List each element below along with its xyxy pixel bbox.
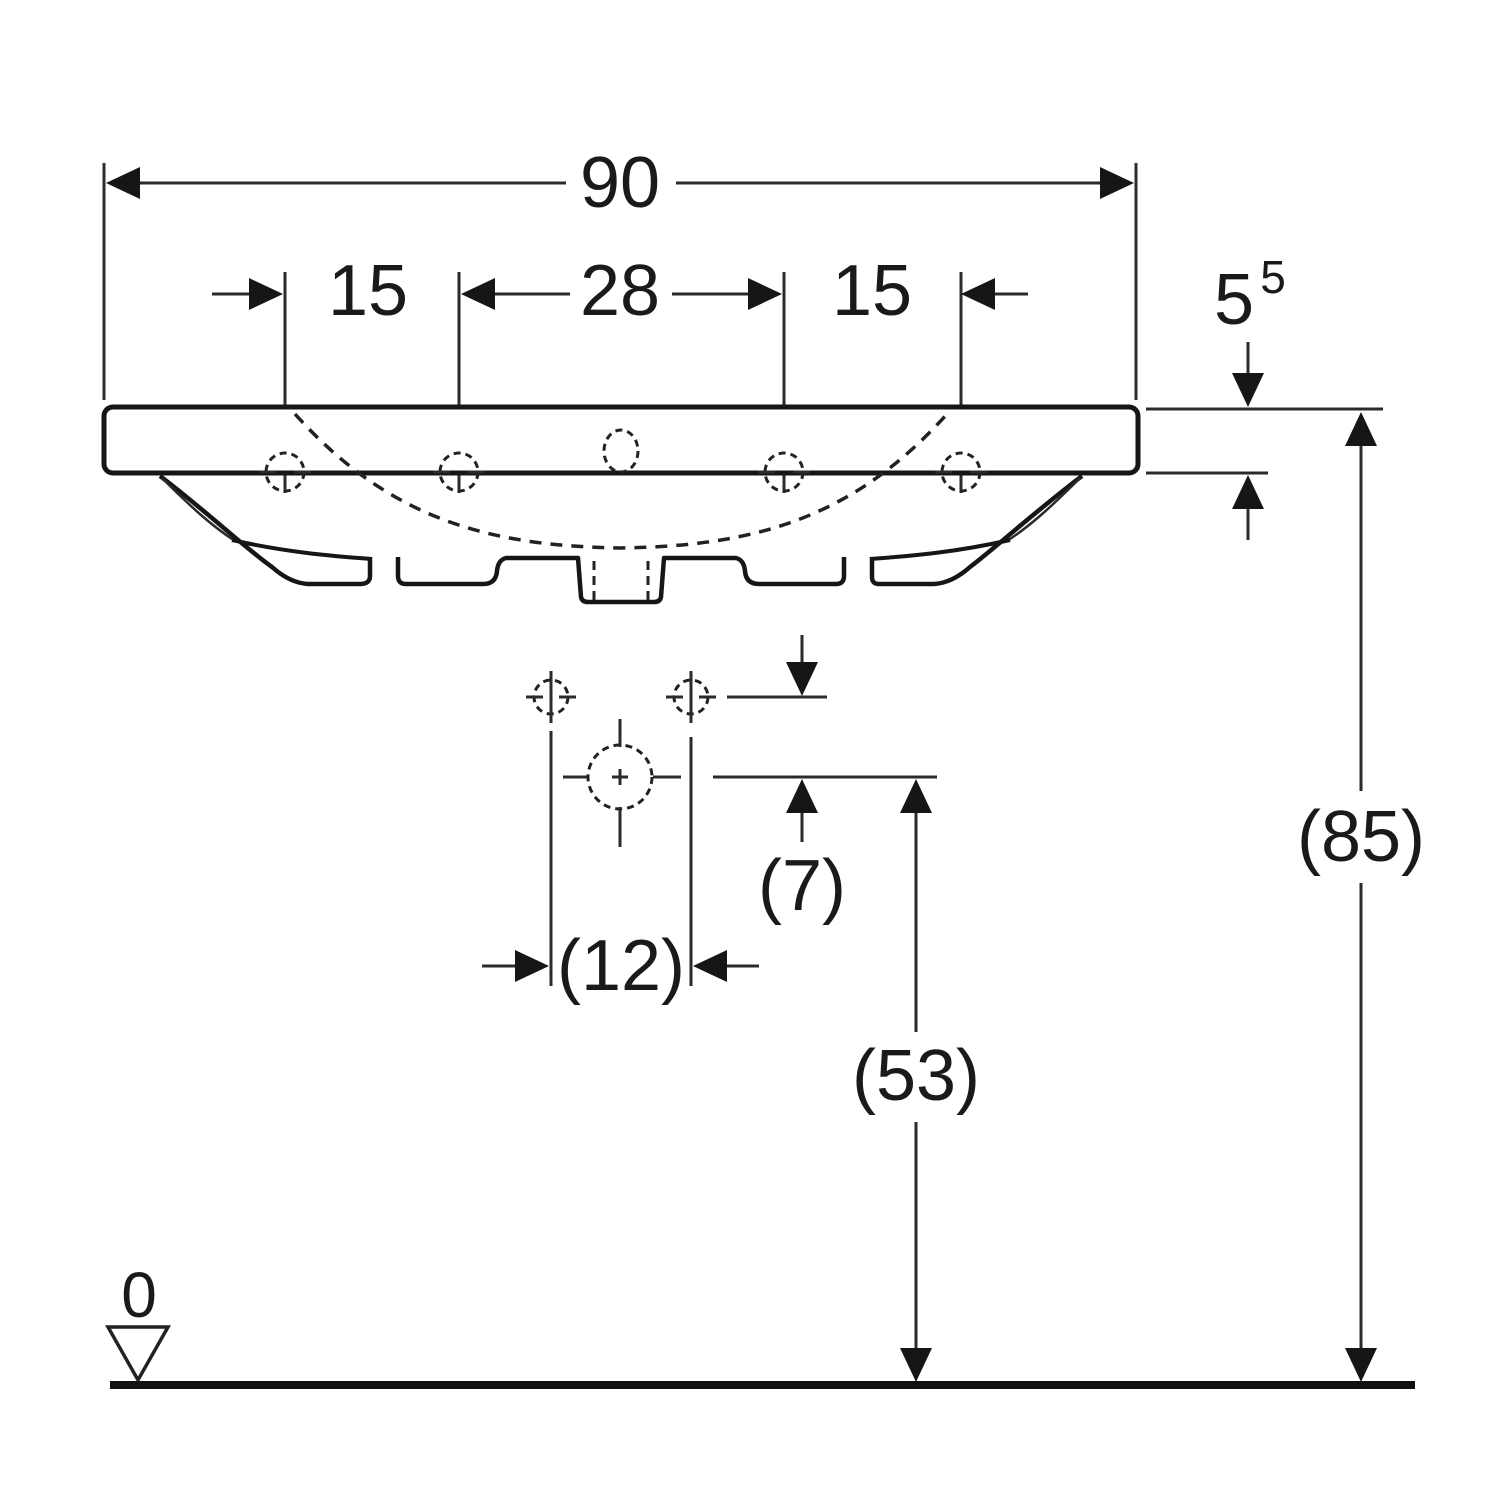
fixing-hole-left — [526, 671, 576, 723]
underside-right-outline — [869, 474, 1084, 587]
arrowhead-up-icon — [1232, 475, 1264, 509]
underside-center-outline — [395, 555, 847, 605]
foot-top-edge-right — [869, 538, 1011, 561]
fixing-holes — [526, 671, 716, 986]
dim-overall-width: 90 — [102, 143, 1138, 400]
shell-edge-thin-left — [161, 477, 236, 543]
dim-rim-thickness-value: 5 — [1214, 260, 1254, 340]
floor-datum-label: 0 — [121, 1259, 157, 1331]
arrowhead-up-icon — [900, 779, 932, 813]
bowl-hidden-edge — [293, 412, 949, 550]
overflow-hole — [602, 428, 640, 474]
tap-hole-2 — [433, 451, 485, 493]
arrowhead-down-icon — [900, 1348, 932, 1382]
dim-trap-offset: (7) — [713, 635, 937, 926]
siphon-hole — [563, 719, 681, 847]
arrowhead-right-icon — [748, 278, 782, 310]
underside-left-outline — [158, 474, 373, 587]
arrowhead-left-icon — [461, 278, 495, 310]
datum-triangle-icon — [104, 1325, 172, 1384]
arrowhead-left-icon — [961, 278, 995, 310]
arrowhead-left-icon — [693, 950, 727, 982]
dim-rim-thickness-superscript: 5 — [1260, 251, 1286, 303]
dim-fixing-spacing-value: (12) — [557, 926, 685, 1006]
dim-spacing-left-value: 15 — [328, 251, 408, 331]
dim-trap-height-value: (53) — [852, 1036, 980, 1116]
dim-trap-height: (53) — [852, 779, 980, 1382]
dim-spacing-right-value: 15 — [832, 251, 912, 331]
arrowhead-down-icon — [786, 662, 818, 696]
dim-overall-height: (85) — [1297, 412, 1425, 1382]
tap-hole-1 — [259, 451, 311, 493]
dim-rim-thickness: 5 5 — [1146, 251, 1383, 540]
washbasin — [101, 404, 1141, 605]
dim-spacing-center-value: 28 — [580, 251, 660, 331]
tap-hole-3 — [758, 451, 810, 493]
fixing-hole-right — [666, 671, 716, 723]
floor: 0 — [104, 1259, 1415, 1389]
dim-overall-width-value: 90 — [580, 143, 660, 223]
tap-hole-4 — [935, 451, 987, 493]
shell-edge-thin-right — [1006, 477, 1081, 543]
arrowhead-right-icon — [515, 950, 549, 982]
arrowhead-up-icon — [786, 779, 818, 813]
arrowhead-down-icon — [1345, 1348, 1377, 1382]
arrowhead-down-icon — [1232, 373, 1264, 407]
arrowhead-right-icon — [1100, 167, 1134, 199]
dim-trap-offset-value: (7) — [758, 846, 846, 926]
arrowhead-right-icon — [249, 278, 283, 310]
dim-tap-hole-spacing: 15 28 15 — [212, 251, 1028, 493]
dim-fixing-hole-spacing: (12) — [482, 926, 759, 1006]
dim-overall-height-value: (85) — [1297, 797, 1425, 877]
arrowhead-left-icon — [106, 167, 140, 199]
washbasin-rim-outline — [101, 404, 1141, 476]
foot-top-edge-left — [231, 538, 373, 561]
arrowhead-up-icon — [1345, 412, 1377, 446]
